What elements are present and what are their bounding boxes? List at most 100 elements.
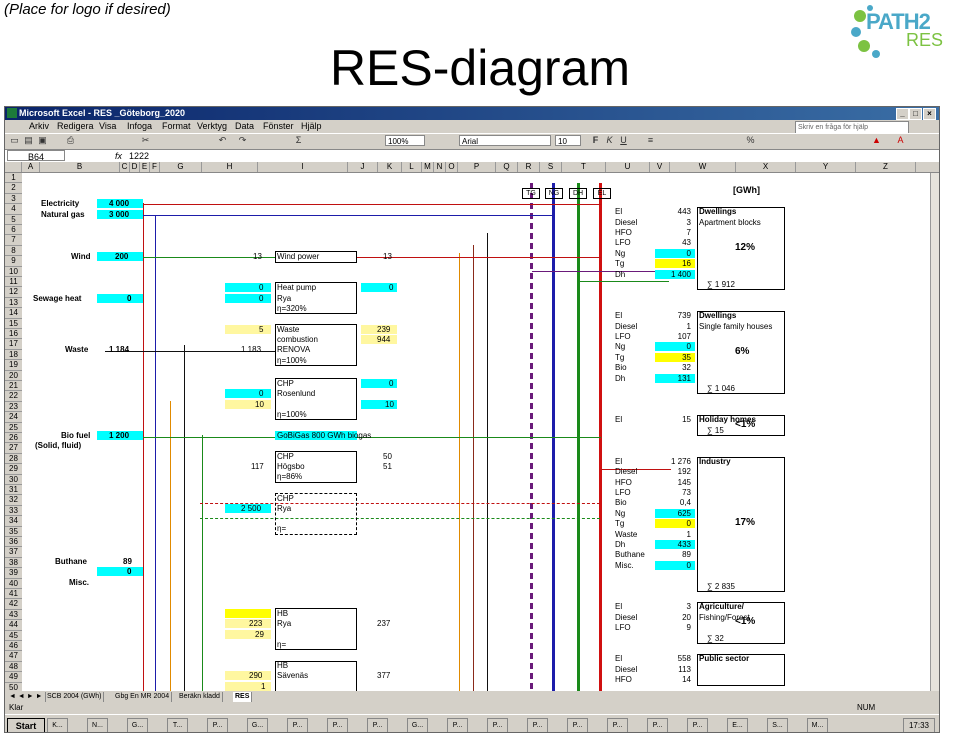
taskbar-task[interactable]: T... xyxy=(167,718,188,732)
row-header[interactable]: 34 xyxy=(5,516,22,527)
row-header[interactable]: 40 xyxy=(5,578,22,589)
row-header[interactable]: 1 xyxy=(5,173,22,184)
row-header[interactable]: 39 xyxy=(5,568,22,579)
row-header[interactable]: 4 xyxy=(5,204,22,215)
row-header[interactable]: 47 xyxy=(5,651,22,662)
underline-icon[interactable]: U xyxy=(620,135,627,145)
row-header[interactable]: 24 xyxy=(5,412,22,423)
undo-icon[interactable]: ↶ xyxy=(218,135,227,145)
open-icon[interactable]: ▤ xyxy=(24,135,33,145)
column-header[interactable]: C xyxy=(120,162,130,172)
column-header[interactable]: V xyxy=(650,162,670,172)
column-header[interactable]: O xyxy=(446,162,458,172)
row-header[interactable]: 46 xyxy=(5,641,22,652)
row-header[interactable]: 13 xyxy=(5,297,22,309)
italic-icon[interactable]: K xyxy=(606,135,613,145)
name-box[interactable]: B64 xyxy=(7,150,65,162)
font-color-icon[interactable]: A xyxy=(897,135,904,145)
menu-item-arkiv[interactable]: Arkiv xyxy=(29,121,49,131)
row-header[interactable]: 6 xyxy=(5,225,22,236)
save-icon[interactable]: ▣ xyxy=(38,135,47,145)
row-header[interactable]: 5 xyxy=(5,214,22,225)
taskbar-task[interactable]: P... xyxy=(687,718,708,732)
row-header[interactable]: 9 xyxy=(5,256,22,267)
taskbar-task[interactable]: P... xyxy=(287,718,308,732)
font-select[interactable]: Arial xyxy=(459,135,551,146)
row-header[interactable]: 7 xyxy=(5,235,22,246)
menu-item-infoga[interactable]: Infoga xyxy=(127,121,153,131)
row-header[interactable]: 16 xyxy=(5,329,22,340)
column-header[interactable]: A xyxy=(22,162,40,172)
tab-res[interactable]: RES xyxy=(233,692,253,702)
column-header[interactable]: T xyxy=(562,162,606,172)
taskbar-task[interactable]: M... xyxy=(807,718,828,732)
row-header[interactable]: 30 xyxy=(5,474,22,485)
taskbar-task[interactable]: N... xyxy=(87,718,108,732)
taskbar-task[interactable]: P... xyxy=(367,718,388,732)
close-button[interactable]: × xyxy=(923,108,936,120)
taskbar-task[interactable]: K... xyxy=(47,718,68,732)
column-header[interactable]: N xyxy=(434,162,446,172)
menu-item-fonster[interactable]: Fönster xyxy=(263,121,294,131)
column-header[interactable]: R xyxy=(518,162,540,172)
taskbar-task[interactable]: S... xyxy=(767,718,788,732)
row-header[interactable]: 23 xyxy=(5,401,22,413)
tab-gbg-en-mr[interactable]: Gbg En MR 2004 xyxy=(113,692,173,702)
cut-icon[interactable]: ✂ xyxy=(141,135,150,145)
sheet-nav-arrows[interactable]: ◄ ◄ ► ► xyxy=(7,692,46,702)
row-header[interactable]: 45 xyxy=(5,630,22,641)
print-icon[interactable]: ⎙ xyxy=(66,135,75,145)
row-header[interactable]: 26 xyxy=(5,433,22,444)
column-header[interactable]: E xyxy=(140,162,150,172)
align-left-icon[interactable]: ≡ xyxy=(647,135,654,145)
vertical-scrollbar[interactable] xyxy=(930,173,939,691)
column-header[interactable]: L xyxy=(402,162,422,172)
row-header[interactable]: 33 xyxy=(5,505,22,517)
row-header[interactable]: 48 xyxy=(5,661,22,673)
row-header[interactable]: 17 xyxy=(5,339,22,350)
row-header[interactable]: 11 xyxy=(5,277,22,288)
row-header[interactable]: 28 xyxy=(5,453,22,465)
row-header[interactable]: 3 xyxy=(5,193,22,205)
row-header[interactable]: 25 xyxy=(5,422,22,433)
bold-icon[interactable]: F xyxy=(592,135,599,145)
row-header[interactable]: 12 xyxy=(5,287,22,298)
column-header[interactable]: P xyxy=(458,162,496,172)
maximize-button[interactable]: □ xyxy=(909,108,922,120)
column-header[interactable]: F xyxy=(150,162,160,172)
minimize-button[interactable]: _ xyxy=(896,108,909,120)
tab-berakn-kladd[interactable]: Beräkn kladd xyxy=(177,692,223,702)
row-header[interactable]: 29 xyxy=(5,464,22,475)
taskbar-task[interactable]: G... xyxy=(247,718,268,732)
row-header[interactable]: 22 xyxy=(5,391,22,402)
row-header[interactable]: 38 xyxy=(5,557,22,569)
column-header[interactable]: Z xyxy=(856,162,916,172)
row-header[interactable]: 36 xyxy=(5,537,22,548)
row-header[interactable]: 32 xyxy=(5,495,22,506)
row-header[interactable]: 44 xyxy=(5,620,22,631)
row-header[interactable]: 21 xyxy=(5,381,22,392)
row-header[interactable]: 15 xyxy=(5,318,22,329)
row-header[interactable]: 2 xyxy=(5,183,22,194)
fill-color-icon[interactable]: ▲ xyxy=(872,135,881,145)
tab-scb-2004[interactable]: SCB 2004 (GWh) xyxy=(45,692,105,702)
column-header[interactable]: Y xyxy=(796,162,856,172)
row-header[interactable]: 18 xyxy=(5,349,22,361)
column-header[interactable]: J xyxy=(348,162,378,172)
column-header[interactable]: X xyxy=(736,162,796,172)
row-header[interactable]: 41 xyxy=(5,589,22,600)
column-header[interactable]: H xyxy=(202,162,258,172)
row-header[interactable]: 37 xyxy=(5,547,22,558)
row-header[interactable]: 35 xyxy=(5,526,22,537)
column-header[interactable]: M xyxy=(422,162,434,172)
row-header[interactable]: 31 xyxy=(5,485,22,496)
menu-item-visa[interactable]: Visa xyxy=(99,121,117,131)
row-header[interactable]: 43 xyxy=(5,609,22,621)
menu-item-verktyg[interactable]: Verktyg xyxy=(197,121,228,131)
sum-icon[interactable]: Σ xyxy=(295,135,302,145)
column-header[interactable]: K xyxy=(378,162,402,172)
taskbar-task[interactable]: G... xyxy=(127,718,148,732)
column-header[interactable]: Q xyxy=(496,162,518,172)
taskbar-task[interactable]: G... xyxy=(407,718,428,732)
